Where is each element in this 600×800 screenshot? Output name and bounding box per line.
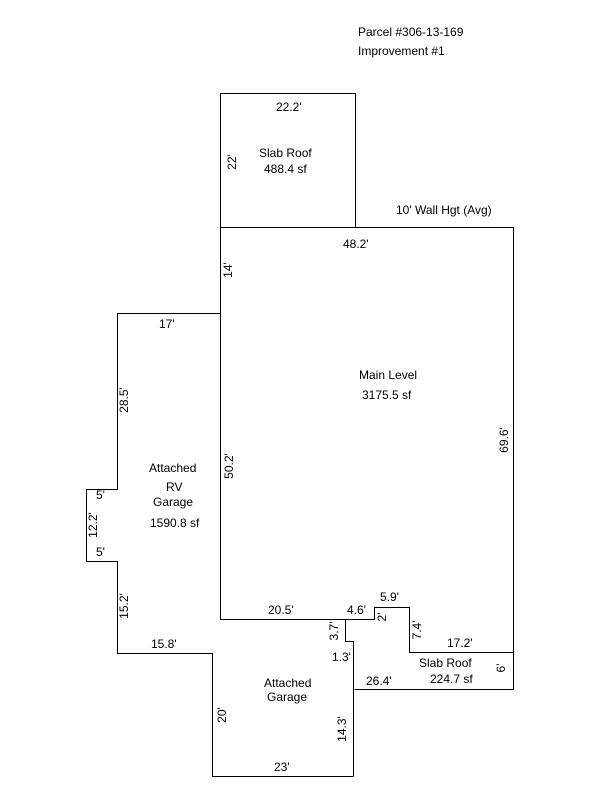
dim-rv-left-lower: 15.2' xyxy=(117,593,131,619)
dim-main-bottom-left: 20.5' xyxy=(268,603,294,617)
slab-roof-bottom-name: Slab Roof xyxy=(419,656,472,670)
dim-garage-notch-upper: 3.7' xyxy=(327,622,341,641)
dim-garage-bottom: 23' xyxy=(274,760,290,774)
dim-main-top: 48.2' xyxy=(343,237,369,251)
rv-garage-outline xyxy=(86,313,354,777)
main-level-outline xyxy=(220,227,514,777)
dim-main-left-upper: 14' xyxy=(221,262,235,278)
dim-slab-bottom-right: 6' xyxy=(494,664,508,673)
dim-main-bottom-notch-left: 4.6' xyxy=(347,603,366,617)
dim-slab-top-height: 22' xyxy=(225,154,239,170)
dim-rv-bump-top: 5' xyxy=(96,488,105,502)
parcel-number: Parcel #306-13-169 xyxy=(358,25,464,39)
main-level-area: 3175.5 sf xyxy=(362,388,412,402)
slab-roof-top-name: Slab Roof xyxy=(259,146,312,160)
rv-garage-name-line3: Garage xyxy=(153,495,193,509)
main-level-name: Main Level xyxy=(359,368,417,382)
rv-garage-name-line1: Attached xyxy=(149,461,196,475)
attached-garage-name-line1: Attached xyxy=(264,676,311,690)
dim-main-right: 69.6' xyxy=(497,427,511,453)
dim-rv-top: 17' xyxy=(159,317,175,331)
dim-main-bottom-step-vertical: 7.4' xyxy=(410,621,424,640)
dim-garage-notch-lower: 1.3' xyxy=(332,650,351,664)
slab-roof-top-area: 488.4 sf xyxy=(264,162,307,176)
dim-garage-top-right: 26.4' xyxy=(366,674,392,688)
dim-rv-left-upper: 28.5' xyxy=(117,387,131,413)
dim-rv-bump-side: 12.2' xyxy=(86,512,100,538)
dim-main-bottom-notch-vertical: 2' xyxy=(375,613,389,622)
slab-roof-bottom-area: 224.7 sf xyxy=(430,672,473,686)
dim-garage-left: 20' xyxy=(215,707,229,723)
rv-garage-area: 1590.8 sf xyxy=(150,516,200,530)
dim-rv-bump-bottom: 5' xyxy=(96,545,105,559)
dim-rv-bottom: 15.8' xyxy=(151,637,177,651)
dim-garage-right: 14.3' xyxy=(335,716,349,742)
dim-main-bottom-notch-top: 5.9' xyxy=(380,590,399,604)
dim-main-bottom-right: 17.2' xyxy=(447,636,473,650)
attached-garage-name-line2: Garage xyxy=(267,690,307,704)
wall-height-note: 10' Wall Hgt (Avg) xyxy=(396,203,492,217)
dim-main-left-lower: 50.2' xyxy=(222,453,236,479)
improvement-number: Improvement #1 xyxy=(358,44,445,58)
dim-slab-top-width: 22.2' xyxy=(276,100,302,114)
rv-garage-name-line2: RV xyxy=(166,480,182,494)
